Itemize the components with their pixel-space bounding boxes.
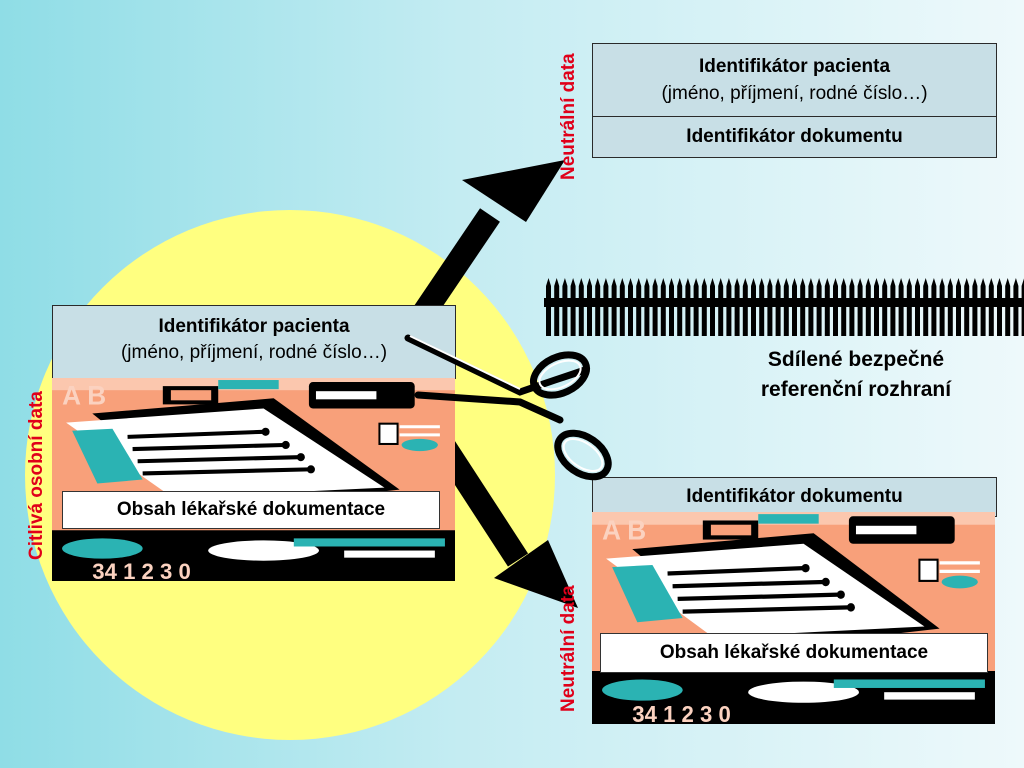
interface-line-2: referenční rozhraní xyxy=(760,378,952,401)
svg-text:34 1 2 3 0: 34 1 2 3 0 xyxy=(92,559,191,581)
neutral-data-label-bottom: Neutrální data xyxy=(558,585,579,712)
neutral-data-label-top: Neutrální data xyxy=(558,53,579,180)
sensitive-data-label: Citlivá osobní data xyxy=(26,391,47,560)
top-right-patient-id-subtitle: (jméno, příjmení, rodné číslo…) xyxy=(661,83,928,104)
top-right-document-identifier-box: Identifikátor dokumentu xyxy=(592,116,997,158)
svg-text:A B: A B xyxy=(602,515,646,546)
bottom-right-document-identifier-box: Identifikátor dokumentu xyxy=(592,477,997,517)
bottom-right-medical-document-clipart: A B 34 1 2 3 0 xyxy=(592,512,995,724)
bottom-right-doc-id: Identifikátor dokumentu xyxy=(686,486,903,507)
left-medical-document-clipart: A B 34 1 2 3 0 xyxy=(52,378,455,581)
svg-text:A B: A B xyxy=(62,380,106,410)
shared-interface-label: Sdílené bezpečné referenční rozhraní xyxy=(706,345,1006,405)
left-patient-id-subtitle: (jméno, příjmení, rodné číslo…) xyxy=(120,342,388,363)
svg-text:34 1 2 3 0: 34 1 2 3 0 xyxy=(632,700,731,724)
left-patient-identifier-box: Identifikátor pacienta (jméno, příjmení,… xyxy=(52,305,456,379)
fence-icon xyxy=(544,278,1024,336)
left-patient-id-title: Identifikátor pacienta xyxy=(158,316,350,337)
bottom-right-content-label: Obsah lékařské dokumentace xyxy=(600,633,988,673)
top-right-doc-id: Identifikátor dokumentu xyxy=(686,126,903,147)
left-content-label: Obsah lékařské dokumentace xyxy=(62,491,440,529)
top-right-patient-id-title: Identifikátor pacienta xyxy=(698,56,891,77)
top-right-patient-identifier-box: Identifikátor pacienta (jméno, příjmení,… xyxy=(592,43,997,117)
interface-line-1: Sdílené bezpečné xyxy=(767,348,945,371)
